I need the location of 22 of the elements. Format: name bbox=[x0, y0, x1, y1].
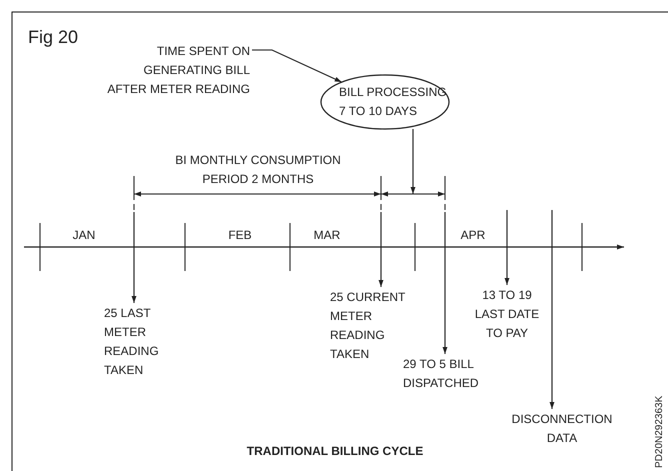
figure-number: Fig 20 bbox=[28, 26, 78, 48]
arrow bbox=[410, 129, 416, 194]
arrow bbox=[132, 212, 136, 303]
annotation-text: DISCONNECTION DATA bbox=[497, 410, 627, 448]
annotation-text: 25 LAST METER READING TAKEN bbox=[104, 304, 174, 380]
annotation-text: 29 TO 5 BILL DISPATCHED bbox=[403, 355, 513, 393]
node-text: BILL PROCESSING 7 TO 10 DAYS bbox=[339, 84, 448, 120]
figure-caption: TRADITIONAL BILLING CYCLE bbox=[246, 443, 424, 460]
month-label: MAR bbox=[312, 227, 342, 244]
process-ellipse bbox=[320, 74, 450, 130]
month-label: JAN bbox=[72, 227, 96, 244]
arrow bbox=[378, 212, 384, 287]
annotation-text: 13 TO 19 LAST DATE TO PAY bbox=[467, 286, 547, 343]
annotation-text: TIME SPENT ON GENERATING BILL AFTER METER READING bbox=[104, 42, 250, 99]
arrow bbox=[504, 210, 510, 285]
month-label: FEB bbox=[227, 227, 253, 244]
arrow bbox=[550, 210, 554, 409]
dimension-label: BI MONTHLY CONSUMPTION PERIOD 2 MONTHS bbox=[174, 152, 342, 188]
figure-code: PD20N292363K bbox=[654, 396, 666, 468]
arrow bbox=[442, 212, 448, 354]
month-label: APR bbox=[460, 227, 486, 244]
leader-line bbox=[252, 49, 342, 83]
